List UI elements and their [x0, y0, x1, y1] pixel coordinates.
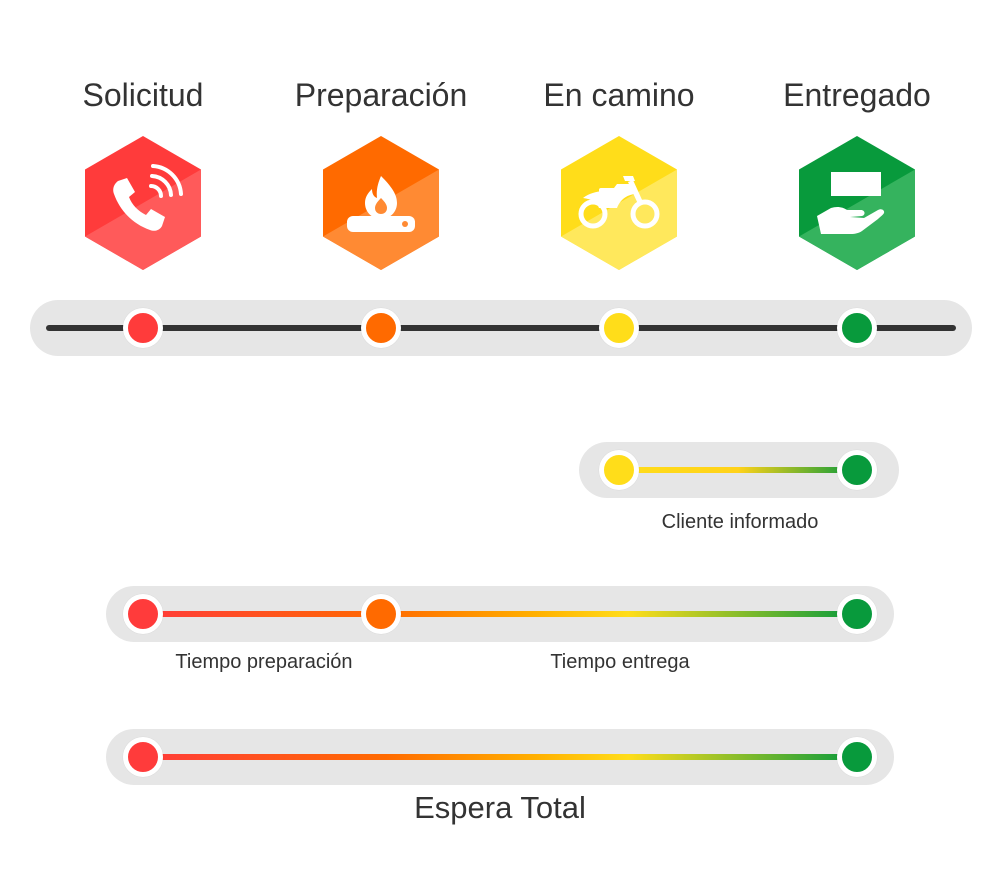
label-cliente-informado: Cliente informado	[661, 511, 819, 533]
stage-title-preparacion: Preparación	[294, 77, 468, 113]
timeline-dot-preparacion	[361, 308, 401, 348]
interval-dot-entregado-total	[837, 737, 877, 777]
timeline-dot-en-camino	[599, 308, 639, 348]
stage-title-entregado: Entregado	[783, 77, 931, 113]
interval-line-cliente-informado	[619, 467, 857, 473]
interval-dot-entregado-2	[837, 594, 877, 634]
label-espera-total: Espera Total	[414, 790, 586, 825]
stage-title-solicitud: Solicitud	[82, 77, 204, 113]
flame-stove-icon	[323, 136, 439, 270]
stage-hexagon-entregado	[799, 136, 915, 270]
interval-dot-solicitud	[123, 594, 163, 634]
hand-package-icon	[799, 136, 915, 270]
stage-title-en-camino: En camino	[543, 77, 695, 113]
stage-hexagon-solicitud	[85, 136, 201, 270]
interval-dot-entregado	[837, 450, 877, 490]
phone-ringing-icon	[85, 136, 201, 270]
timeline-dot-solicitud	[123, 308, 163, 348]
label-tiempo-entrega: Tiempo entrega	[550, 651, 690, 673]
timeline-dot-entregado	[837, 308, 877, 348]
interval-dot-en-camino	[599, 450, 639, 490]
interval-line-preparacion-entrega	[143, 611, 857, 617]
label-tiempo-preparacion: Tiempo preparación	[175, 651, 353, 673]
interval-dot-solicitud-total	[123, 737, 163, 777]
stage-hexagon-preparacion	[323, 136, 439, 270]
motorcycle-icon	[561, 136, 677, 270]
stage-hexagon-en-camino	[561, 136, 677, 270]
interval-dot-preparacion	[361, 594, 401, 634]
interval-line-espera-total	[143, 754, 857, 760]
timeline-line	[46, 325, 956, 331]
